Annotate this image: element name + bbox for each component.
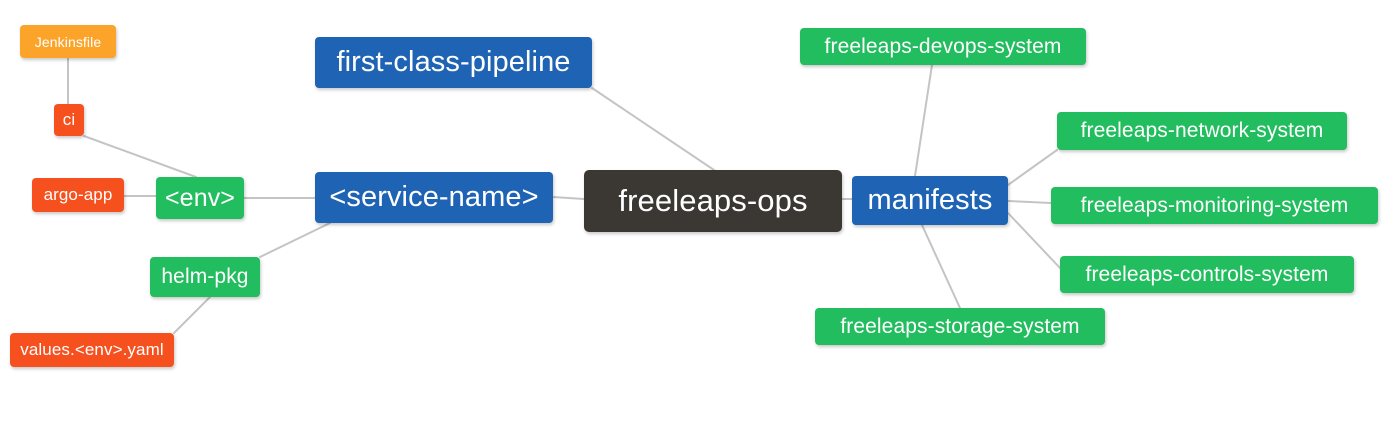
node-label: <service-name> — [329, 181, 539, 213]
mindmap-node-service-name[interactable]: <service-name> — [315, 172, 553, 223]
node-label: argo-app — [43, 185, 113, 204]
node-label: freeleaps-ops — [618, 183, 808, 218]
node-label: freeleaps-devops-system — [824, 34, 1062, 58]
mindmap-node-freeleaps-network-system[interactable]: freeleaps-network-system — [1057, 112, 1347, 150]
edge-freeleaps-monitoring-system-to-manifests — [1007, 200, 1052, 204]
mindmap-node-freeleaps-storage-system[interactable]: freeleaps-storage-system — [815, 308, 1105, 345]
mindmap-node-manifests[interactable]: manifests — [852, 176, 1008, 225]
node-label: <env> — [164, 183, 235, 212]
mindmap-node-freeleaps-ops[interactable]: freeleaps-ops — [584, 170, 842, 232]
node-label: manifests — [867, 184, 993, 216]
edge-service-name-to-freeleaps-ops — [552, 196, 585, 200]
mindmap-node-first-class-pipeline[interactable]: first-class-pipeline — [315, 37, 592, 88]
edge-first-class-pipeline-to-freeleaps-ops — [591, 87, 715, 171]
node-label: ci — [62, 110, 76, 129]
edge-helm-pkg-to-service-name — [259, 222, 331, 258]
edge-freeleaps-network-system-to-manifests — [1007, 149, 1058, 186]
node-label: values.<env>.yaml — [20, 340, 164, 359]
node-label: freeleaps-monitoring-system — [1080, 193, 1349, 217]
edge-ci-to-env — [83, 135, 197, 178]
node-label: freeleaps-storage-system — [840, 314, 1080, 338]
mindmap-node-freeleaps-monitoring-system[interactable]: freeleaps-monitoring-system — [1051, 187, 1378, 224]
edge-freeleaps-storage-system-to-manifests — [921, 224, 961, 309]
node-label: first-class-pipeline — [336, 46, 571, 78]
mindmap-node-argo-app[interactable]: argo-app — [32, 178, 124, 212]
mindmap-node-freeleaps-controls-system[interactable]: freeleaps-controls-system — [1060, 256, 1354, 293]
mindmap-node-helm-pkg[interactable]: helm-pkg — [150, 257, 260, 297]
mindmap-node-freeleaps-devops-system[interactable]: freeleaps-devops-system — [800, 28, 1086, 65]
mindmap-node-values-env-yaml[interactable]: values.<env>.yaml — [10, 333, 174, 367]
node-label: Jenkinsfile — [34, 33, 102, 50]
edge-values-env-yaml-to-helm-pkg — [173, 296, 211, 334]
node-label: freeleaps-network-system — [1080, 119, 1324, 142]
mindmap-node-ci[interactable]: ci — [54, 104, 84, 136]
node-label: freeleaps-controls-system — [1085, 262, 1329, 286]
node-label: helm-pkg — [161, 265, 249, 288]
mindmap-node-jenkinsfile[interactable]: Jenkinsfile — [20, 25, 116, 58]
edge-freeleaps-devops-system-to-manifests — [914, 64, 933, 177]
mindmap-node-env[interactable]: <env> — [156, 177, 244, 219]
